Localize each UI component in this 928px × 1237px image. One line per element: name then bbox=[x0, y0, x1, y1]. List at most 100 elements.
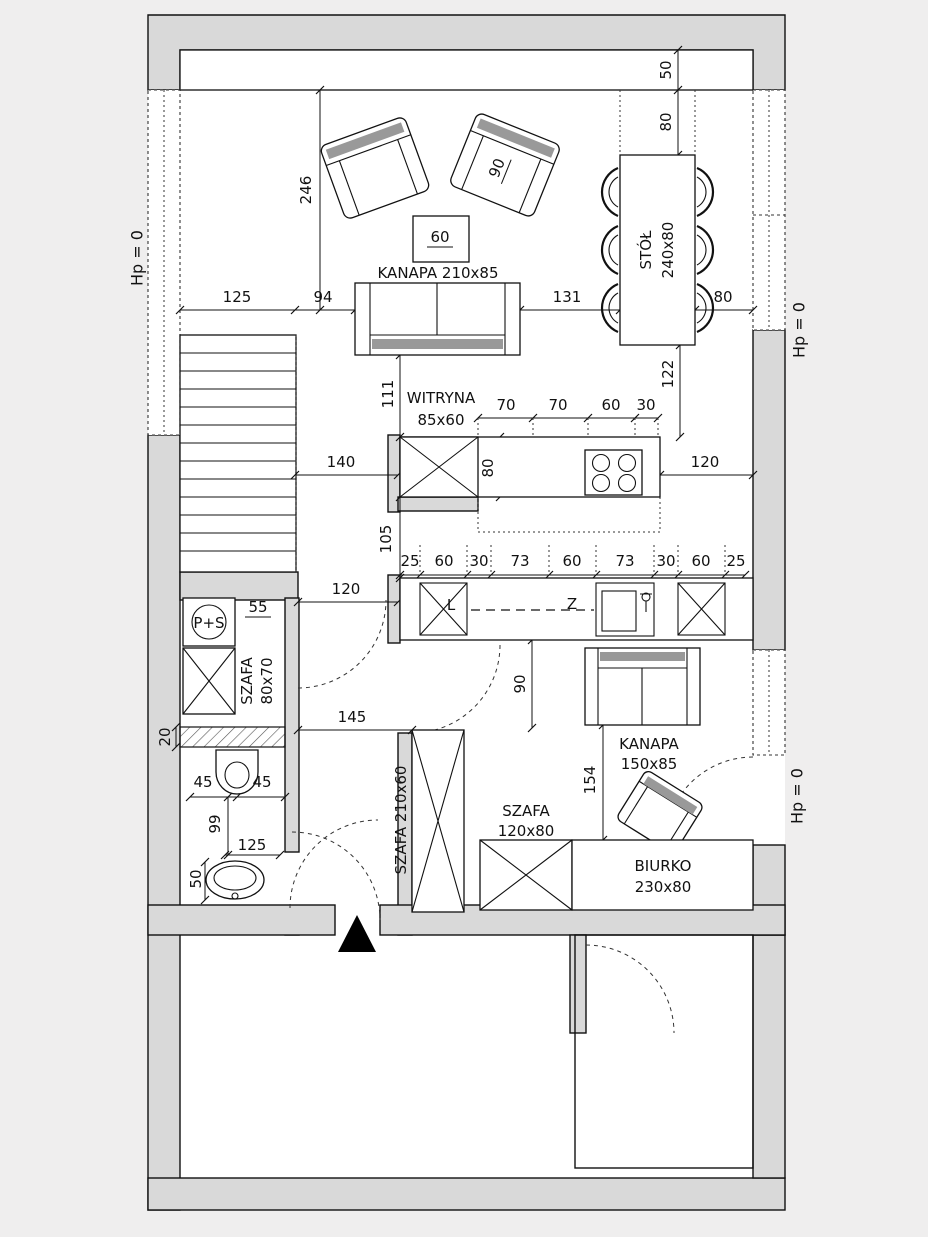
dimension-label: 50 bbox=[657, 60, 675, 79]
bathroom-right-wall bbox=[284, 597, 300, 853]
dimension-label: 30 bbox=[636, 396, 655, 414]
dimension-label: 105 bbox=[377, 525, 395, 554]
windows bbox=[147, 49, 786, 756]
witryna-size-label: 85x60 bbox=[417, 411, 464, 429]
wardrobe-small-cross bbox=[479, 839, 573, 911]
dimension-label: 70 bbox=[496, 396, 515, 414]
side-table bbox=[412, 215, 470, 263]
dimension-label: 94 bbox=[313, 288, 332, 306]
desk bbox=[571, 839, 754, 911]
bath-cabinet-cross bbox=[182, 647, 236, 715]
table-size-label: 240x80 bbox=[659, 222, 677, 279]
dimension-label: 154 bbox=[581, 766, 599, 795]
entrance-marker bbox=[338, 915, 376, 952]
right-cabinet-cross bbox=[677, 582, 726, 636]
sofa-small-name-label: KANAPA bbox=[619, 735, 679, 753]
armchair-right bbox=[450, 113, 560, 217]
dimension-label: 90 bbox=[511, 674, 529, 693]
lower-counter bbox=[399, 577, 754, 641]
right-cabinet bbox=[677, 582, 726, 636]
lower-room-outline bbox=[574, 934, 754, 1169]
left-window bbox=[147, 89, 181, 436]
office-furniture bbox=[411, 647, 754, 913]
desk-size-label: 230x80 bbox=[635, 878, 692, 896]
dimension-label: 131 bbox=[553, 288, 582, 306]
dimension-label: 60 bbox=[562, 552, 581, 570]
dimension-label: 30 bbox=[469, 552, 488, 570]
shelf-hatched bbox=[179, 726, 286, 748]
dimension-label: 20 bbox=[156, 727, 174, 746]
dimension-label: 80 bbox=[479, 458, 497, 477]
guide-lines bbox=[295, 90, 726, 575]
dimension-label: 99 bbox=[206, 814, 224, 833]
left-wall bbox=[147, 434, 181, 1211]
dimension-label: 120 bbox=[691, 453, 720, 471]
dimension-label: 60 bbox=[434, 552, 453, 570]
dimension-underline bbox=[500, 159, 512, 184]
dimension-label: 73 bbox=[615, 552, 634, 570]
dimension-label: 122 bbox=[659, 360, 677, 389]
dimension-label: 60 bbox=[430, 228, 449, 246]
washer-label: P+S bbox=[193, 614, 224, 632]
fridge-label: L bbox=[447, 596, 456, 614]
toilet bbox=[215, 749, 259, 795]
dimension-label: 125 bbox=[223, 288, 252, 306]
dimension-label: 145 bbox=[338, 708, 367, 726]
dimension-label: 80 bbox=[713, 288, 732, 306]
desk-name-label: BIURKO bbox=[635, 857, 692, 875]
wardrobe-small-name-label: SZAFA bbox=[502, 802, 550, 820]
dimension-label: 120 bbox=[332, 580, 361, 598]
witryna-name-label: WITRYNA bbox=[407, 389, 476, 407]
stairs bbox=[179, 334, 297, 573]
sofa-large bbox=[354, 282, 521, 356]
dimension-label: 45 bbox=[193, 773, 212, 791]
dimension-label: 125 bbox=[238, 836, 267, 854]
stove bbox=[584, 449, 643, 496]
labels: Hp = 0 Hp = 0 Hp = 0 KANAPA 210x85 STÓŁ … bbox=[128, 222, 809, 896]
dimension-label: 50 bbox=[187, 869, 205, 888]
hp-right-top-label: Hp = 0 bbox=[790, 302, 809, 358]
dimension-label: 90 bbox=[485, 156, 509, 180]
bathroom bbox=[179, 597, 286, 900]
sofa-small-size-label: 150x85 bbox=[621, 755, 678, 773]
fridge-cabinet bbox=[419, 582, 468, 636]
washbasin bbox=[205, 860, 265, 900]
dimension-label: 73 bbox=[510, 552, 529, 570]
stair-treads bbox=[180, 352, 296, 552]
dimension-label: 30 bbox=[656, 552, 675, 570]
bottom-wall bbox=[147, 1177, 786, 1211]
desk-chair bbox=[617, 771, 703, 853]
kitchen-stub-lower bbox=[387, 574, 401, 644]
dimension-label: 246 bbox=[297, 176, 315, 205]
armchair-left bbox=[320, 117, 430, 219]
hp-right-bottom-label: Hp = 0 bbox=[788, 768, 807, 824]
fridge-cross bbox=[419, 582, 468, 636]
dimension-label: 60 bbox=[691, 552, 710, 570]
dimension-label: 55 bbox=[248, 598, 267, 616]
bottom-band-left bbox=[147, 904, 336, 936]
bath-cabinet-size-label: 80x70 bbox=[258, 657, 276, 704]
wardrobe-tall-label: SZAFA 210x60 bbox=[392, 766, 410, 875]
dining-chairs bbox=[600, 166, 715, 334]
living-furniture bbox=[320, 113, 715, 356]
dimension-label: 25 bbox=[400, 552, 419, 570]
stove-burners bbox=[591, 453, 637, 493]
kitchen bbox=[399, 436, 754, 641]
dimension-label: 111 bbox=[379, 380, 397, 409]
dimension-label: 140 bbox=[327, 453, 356, 471]
wardrobe-small-size-label: 120x80 bbox=[498, 822, 555, 840]
sofa-small bbox=[584, 647, 701, 726]
witryna-cross bbox=[399, 436, 479, 498]
right-window-lower bbox=[752, 649, 786, 756]
top-window-strip bbox=[179, 49, 754, 91]
dimension-label: 80 bbox=[657, 112, 675, 131]
kitchen-stub-under-witryna bbox=[397, 496, 479, 512]
dishwasher-label: Z bbox=[567, 595, 577, 613]
dimension-label: 25 bbox=[726, 552, 745, 570]
dimension-label: 45 bbox=[252, 773, 271, 791]
stair-bottom-wall bbox=[179, 571, 299, 601]
walls bbox=[147, 14, 786, 1211]
dining-table bbox=[619, 154, 696, 346]
